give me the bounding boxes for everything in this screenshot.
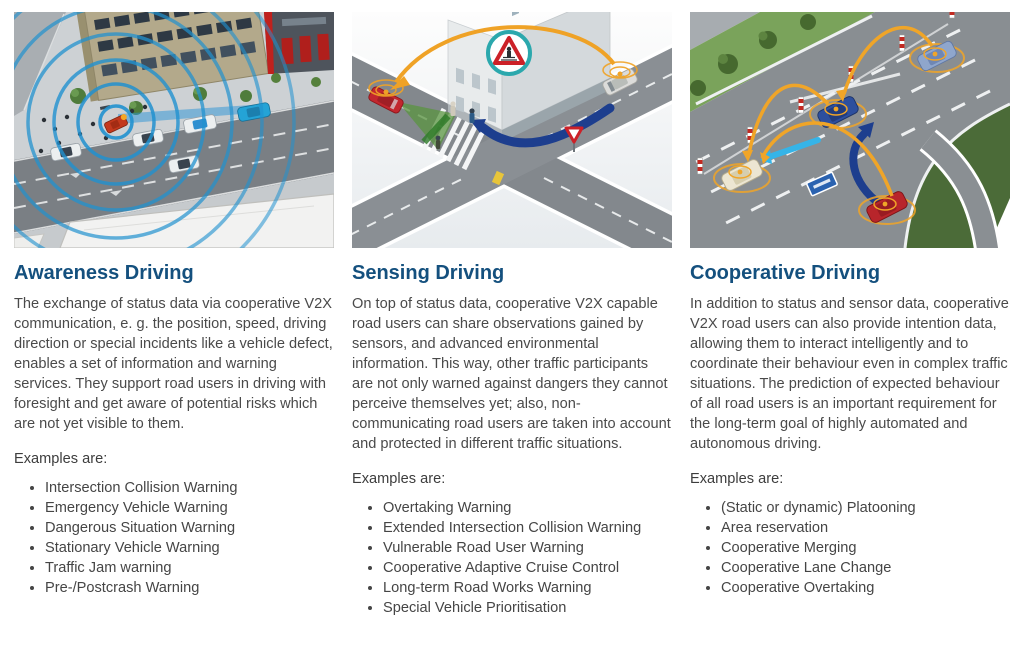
- pedestrian-crossing-sign-icon: [486, 30, 532, 76]
- trees: [690, 14, 816, 96]
- v2x-arcs: [747, 25, 934, 197]
- list-item: Dangerous Situation Warning: [45, 518, 334, 538]
- awareness-driving-illustration: [14, 12, 334, 248]
- white-car-center: [132, 128, 164, 148]
- list-item: Overtaking Warning: [383, 498, 672, 518]
- steel-blue-car-icon: [909, 40, 965, 73]
- red-car-icon: [858, 191, 916, 225]
- paragraph-awareness: The exchange of status data via cooperat…: [14, 296, 333, 432]
- column-sensing-driving: Sensing Driving On top of status data, c…: [352, 12, 672, 618]
- column-awareness-driving: Awareness Driving The exchange of status…: [14, 12, 334, 618]
- v2x-arc-arrowheads: [742, 89, 847, 164]
- heading-awareness-driving: Awareness Driving: [14, 262, 194, 284]
- yield-sign-icon: [564, 126, 584, 152]
- sensing-driving-illustration: [352, 12, 672, 248]
- heading-sensing-driving: Sensing Driving: [352, 262, 505, 284]
- list-item: Pre-/Postcrash Warning: [45, 578, 334, 598]
- side-street: [14, 12, 66, 116]
- examples-list-cooperative: (Static or dynamic) Platooning Area rese…: [690, 498, 1010, 598]
- v2x-arc: [390, 25, 616, 90]
- trees: [70, 73, 321, 115]
- examples-list-sensing: Overtaking Warning Extended Intersection…: [352, 498, 672, 618]
- list-item: Emergency Vehicle Warning: [45, 498, 334, 518]
- list-item: Traffic Jam warning: [45, 558, 334, 578]
- list-item: Stationary Vehicle Warning: [45, 538, 334, 558]
- city-street-v2x-waves-scene: [14, 12, 334, 248]
- direction-sign-icon: [806, 171, 838, 197]
- cooperative-driving-illustration: [690, 12, 1010, 248]
- list-item: Cooperative Adaptive Cruise Control: [383, 558, 672, 578]
- examples-list-awareness: Intersection Collision Warning Emergency…: [14, 478, 334, 598]
- white-building-roof: [59, 193, 334, 248]
- beige-car-icon: [713, 159, 771, 193]
- list-item: Intersection Collision Warning: [45, 478, 334, 498]
- roadworks-cooperation-scene: [690, 12, 1010, 248]
- paragraph-sensing: On top of status data, cooperative V2X c…: [352, 296, 671, 452]
- signal-rings: [602, 61, 638, 79]
- intersection-sensing-scene: [352, 12, 672, 248]
- red-car-icon: [368, 79, 404, 114]
- list-item: Extended Intersection Collision Warning: [383, 518, 672, 538]
- list-item: Vulnerable Road User Warning: [383, 538, 672, 558]
- heading-cooperative-driving: Cooperative Driving: [690, 262, 881, 284]
- list-item: Cooperative Lane Change: [721, 558, 1010, 578]
- silver-car-icon: [602, 61, 638, 96]
- examples-label-cooperative: Examples are:: [690, 471, 784, 487]
- pedestrians: [435, 101, 475, 149]
- paragraph-cooperative: In addition to status and sensor data, c…: [690, 296, 1009, 452]
- list-item: (Static or dynamic) Platooning: [721, 498, 1010, 518]
- list-item: Cooperative Overtaking: [721, 578, 1010, 598]
- yellow-road-patch: [491, 170, 505, 186]
- list-item: Special Vehicle Prioritisation: [383, 598, 672, 618]
- examples-label-sensing: Examples are:: [352, 471, 446, 487]
- list-item: Cooperative Merging: [721, 538, 1010, 558]
- list-item: Area reservation: [721, 518, 1010, 538]
- stopped-red-vehicle: [104, 114, 128, 134]
- list-item: Long-term Road Works Warning: [383, 578, 672, 598]
- examples-label-awareness: Examples are:: [14, 451, 108, 467]
- three-column-section: Awareness Driving The exchange of status…: [0, 0, 1024, 618]
- column-cooperative-driving: Cooperative Driving In addition to statu…: [690, 12, 1010, 618]
- signal-rings: [368, 79, 404, 97]
- merge-lane: [919, 129, 1002, 248]
- v2x-wave-arcs: [14, 12, 296, 248]
- sensor-cone: [398, 102, 456, 150]
